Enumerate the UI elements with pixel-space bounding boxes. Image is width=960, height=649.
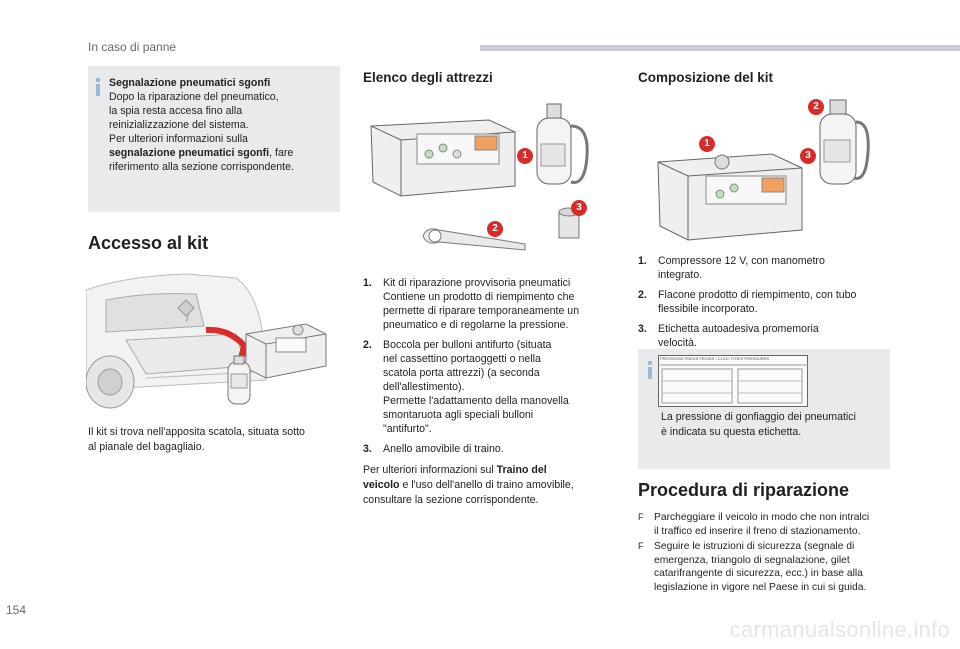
tyre-pressure-label-illustration <box>658 355 808 407</box>
procedure-title: Procedura di riparazione <box>638 480 850 500</box>
info-icon <box>94 78 110 96</box>
info-box-title: Segnalazione pneumatici sgonfi <box>109 77 271 89</box>
list-item: 1. Compressore 12 V, con manometro integ… <box>638 255 825 281</box>
list-item: F Seguire le istruzioni di sicurezza (se… <box>638 541 867 593</box>
list-item: 3. Anello amovibile di traino. <box>363 443 504 455</box>
list-item: 3. Etichetta autoadesiva promemoria velo… <box>638 323 819 349</box>
bullet-marker: F <box>638 541 644 551</box>
kit-illustration <box>657 99 870 241</box>
callout-badge-1: 1 <box>699 136 715 152</box>
kit-title: Composizione del kit <box>638 70 774 85</box>
watermark: carmanualsonline.info <box>729 617 950 642</box>
info-line: reinizializzazione del sistema. <box>109 119 249 131</box>
info-line: Per ulteriori informazioni sulla <box>109 133 248 145</box>
tools-list: 1. Kit di riparazione provvisoria pneuma… <box>363 276 613 462</box>
tools-title: Elenco degli attrezzi <box>363 70 493 85</box>
info-box-text: La pressione di gonfiaggio dei pneumatic… <box>661 411 856 438</box>
info-line: Dopo la riparazione del pneumatico, <box>109 91 279 103</box>
info-line: la spia resta accesa fino alla <box>109 105 243 117</box>
callout-badge-3: 3 <box>800 148 816 164</box>
list-item: F Parcheggiare il veicolo in modo che no… <box>638 512 870 537</box>
callout-badge-2: 2 <box>487 221 503 237</box>
list-item: 2. Flacone prodotto di riempimento, con … <box>638 289 857 315</box>
tools-illustration <box>370 103 589 251</box>
access-text: Il kit si trova nell'apposita scatola, s… <box>88 426 305 453</box>
tyre-label-header: PRESSIONS PNEUS FROIDS / COLD TYRES PRES… <box>660 356 770 361</box>
procedure-steps: F Parcheggiare il veicolo in modo che no… <box>638 511 894 596</box>
header-bar <box>480 45 960 51</box>
info-line: riferimento alla sezione corrispondente. <box>109 161 294 173</box>
info-box-tyre-label: PRESSIONS PNEUS FROIDS / COLD TYRES PRES… <box>638 349 890 469</box>
section-title: In caso di panne <box>88 40 177 54</box>
list-item: 2. Boccola per bulloni antifurto (situat… <box>363 339 569 435</box>
bullet-marker: F <box>638 512 644 522</box>
list-item: 1. Kit di riparazione provvisoria pneuma… <box>363 277 580 331</box>
callout-badge-2: 2 <box>808 99 824 115</box>
access-title: Accesso al kit <box>88 233 209 253</box>
info-box-tyre-warning: Segnalazione pneumatici sgonfi Dopo la r… <box>88 66 340 212</box>
callout-badge-1: 1 <box>517 148 533 164</box>
car-trunk-illustration <box>86 273 327 409</box>
info-line: segnalazione pneumatici sgonfi, fare <box>109 147 294 159</box>
tools-footer: Per ulteriori informazioni sul Traino de… <box>363 464 574 506</box>
info-icon <box>646 361 662 379</box>
callout-badge-3: 3 <box>571 200 587 216</box>
page-number: 154 <box>6 603 27 617</box>
kit-list: 1. Compressore 12 V, con manometro integ… <box>638 254 890 356</box>
info-box-text: Segnalazione pneumatici sgonfi Dopo la r… <box>109 76 331 174</box>
